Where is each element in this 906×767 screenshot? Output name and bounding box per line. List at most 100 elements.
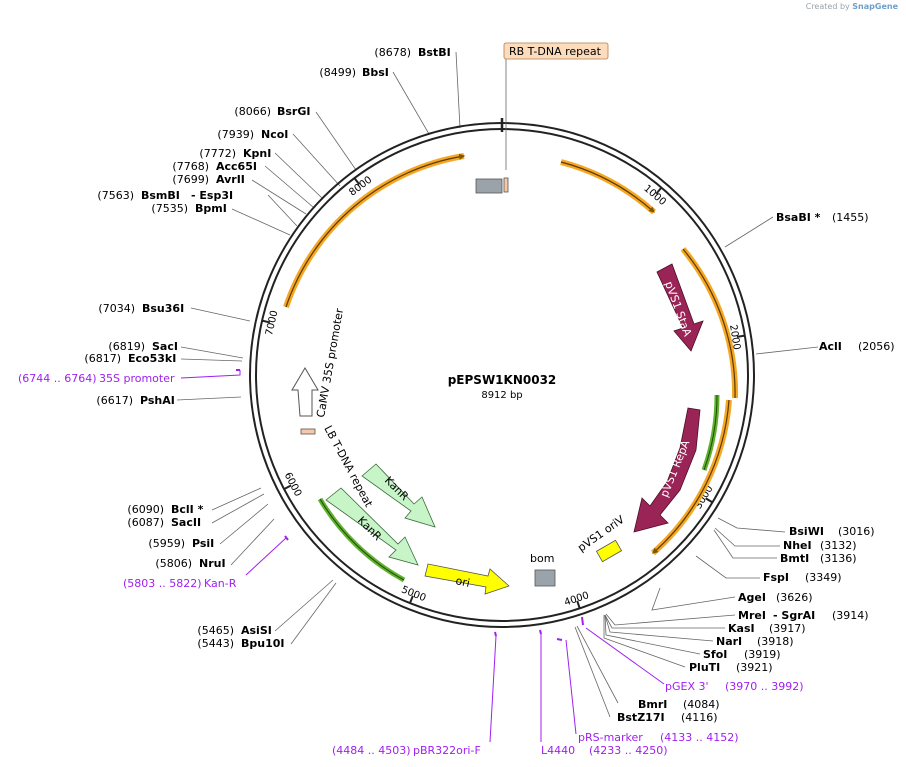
credit-brand: SnapGene	[852, 2, 898, 11]
pvs1-staa-arrow[interactable]	[656, 263, 704, 352]
ori-arrow[interactable]	[424, 563, 510, 595]
enzyme-pos: (3919)	[744, 648, 781, 661]
enzyme-pos: (8499)	[319, 66, 356, 79]
credit-prefix: Created by	[805, 2, 850, 11]
enzyme-name[interactable]: AclI	[819, 340, 842, 353]
green-arc-2-core	[319, 498, 405, 581]
enzyme-name[interactable]: AvrII	[216, 173, 245, 186]
enzyme-extra[interactable]: - Esp3I	[191, 189, 233, 202]
primer-name[interactable]: Kan-R	[204, 577, 237, 590]
enzyme-name[interactable]: BstBI	[418, 46, 451, 59]
enzyme-pos: (7768)	[172, 160, 209, 173]
enzyme-name[interactable]: PsiI	[192, 537, 214, 550]
tick-mark	[576, 600, 581, 609]
primer-range: (6744 .. 6764)	[18, 372, 97, 385]
enzyme-pos: (4084)	[683, 698, 720, 711]
enzyme-name[interactable]: NarI	[716, 635, 742, 648]
tick-label: 7000	[264, 309, 280, 336]
rb-marker-box[interactable]	[503, 177, 509, 193]
enzyme-name[interactable]: Acc65I	[216, 160, 257, 173]
primer-name[interactable]: L4440	[541, 744, 575, 757]
enzyme-name[interactable]: SacI	[152, 340, 178, 353]
primer-marks	[236, 369, 584, 641]
enzyme-pos: (6819)	[108, 340, 145, 353]
green-arc-1-core	[703, 394, 718, 471]
enzyme-name[interactable]: BsrGI	[277, 105, 310, 118]
enzyme-pos: (5806)	[155, 557, 192, 570]
enzyme-name[interactable]: NcoI	[261, 128, 288, 141]
enzyme-name[interactable]: BbsI	[362, 66, 389, 79]
enzyme-name[interactable]: PluTI	[689, 661, 720, 674]
primer-mark	[494, 631, 497, 637]
enzyme-name[interactable]: BpmI	[195, 202, 227, 215]
primer-leaders	[180, 370, 665, 743]
enzyme-name[interactable]: AsiSI	[241, 624, 272, 637]
enzyme-name[interactable]: BsiWI	[789, 525, 824, 538]
bom-box[interactable]	[534, 569, 556, 587]
enzyme-pos: (2056)	[858, 340, 895, 353]
pvs1-repa-arrow[interactable]	[633, 407, 701, 533]
camv-35s-promoter-arrow[interactable]	[291, 367, 319, 417]
enzyme-pos: (6817)	[84, 352, 121, 365]
primer-range: (5803 .. 5822)	[123, 577, 202, 590]
enzyme-name[interactable]: Bsu36I	[142, 302, 184, 315]
rb-label: RB T-DNA repeat	[509, 45, 602, 58]
leader-lines	[176, 51, 819, 718]
enzyme-pos: (8678)	[374, 46, 411, 59]
tick-mark	[705, 497, 713, 504]
primer-name[interactable]: 35S promoter	[99, 372, 175, 385]
enzyme-name[interactable]: SfoI	[703, 648, 727, 661]
enzyme-name[interactable]: PshAI	[140, 394, 175, 407]
enzyme-name[interactable]: BsaBI *	[776, 211, 821, 224]
kanr-arrow-1[interactable]	[361, 463, 436, 528]
enzyme-pos: (3349)	[805, 571, 842, 584]
enzyme-name[interactable]: NheI	[783, 539, 812, 552]
enzyme-pos: (1455)	[832, 211, 869, 224]
enzyme-pos: (6087)	[127, 516, 164, 529]
enzyme-name[interactable]: KasI	[728, 622, 755, 635]
enzymes-right: BsaBI * (1455) AclI (2056) BsiWI (3016) …	[617, 211, 895, 724]
enzyme-pos: (3132)	[820, 539, 857, 552]
primer-name[interactable]: pRS-marker	[578, 731, 643, 744]
tick-mark	[736, 334, 745, 338]
bom-label: bom	[530, 552, 554, 565]
tick-label: 6000	[282, 471, 304, 499]
enzyme-name[interactable]: SacII	[171, 516, 201, 529]
enzyme-name[interactable]: Bpu10I	[241, 637, 285, 650]
orange-arc-2-core	[560, 161, 655, 213]
enzyme-name[interactable]: BclI *	[171, 503, 204, 516]
enzyme-name[interactable]: FspI	[763, 571, 789, 584]
ori-label: ori	[454, 574, 471, 590]
enzyme-pos: (5443)	[197, 637, 234, 650]
enzyme-name[interactable]: AgeI	[738, 591, 766, 604]
kanr-arrow-2[interactable]	[325, 487, 419, 566]
primer-name[interactable]: pGEX 3'	[665, 680, 709, 693]
enzyme-pos: (3626)	[776, 591, 813, 604]
primer-mark	[539, 629, 542, 635]
enzyme-name[interactable]: BsmBI	[141, 189, 180, 202]
lb-t-dna-repeat-box[interactable]	[300, 428, 316, 435]
enzyme-pos: (3136)	[820, 552, 857, 565]
enzyme-pos: (7699)	[172, 173, 209, 186]
enzyme-name[interactable]: Eco53kI	[128, 352, 176, 365]
tick-mark	[261, 319, 271, 324]
enzyme-pos: (5959)	[148, 537, 185, 550]
enzyme-name[interactable]: BmtI	[780, 552, 809, 565]
primer-mark	[556, 638, 563, 641]
enzyme-pos: (6617)	[96, 394, 133, 407]
primer-name[interactable]: pBR322ori-F	[413, 744, 481, 757]
pvs1-oriv-box[interactable]	[595, 539, 623, 563]
enzyme-name[interactable]: KpnI	[243, 147, 271, 160]
enzyme-name[interactable]: MreI	[738, 609, 766, 622]
enzyme-name[interactable]: NruI	[199, 557, 226, 570]
camv-polya-box[interactable]	[475, 178, 503, 194]
enzyme-name[interactable]: BmrI	[638, 698, 667, 711]
orange-arc-2	[560, 159, 656, 215]
enzyme-name[interactable]: BstZ17I	[617, 711, 665, 724]
primer-range: (3970 .. 3992)	[725, 680, 804, 693]
enzyme-extra[interactable]: - SgrAI	[773, 609, 815, 622]
enzyme-pos: (3914)	[832, 609, 869, 622]
tick-mark	[409, 595, 414, 604]
primer-mark	[284, 535, 289, 541]
